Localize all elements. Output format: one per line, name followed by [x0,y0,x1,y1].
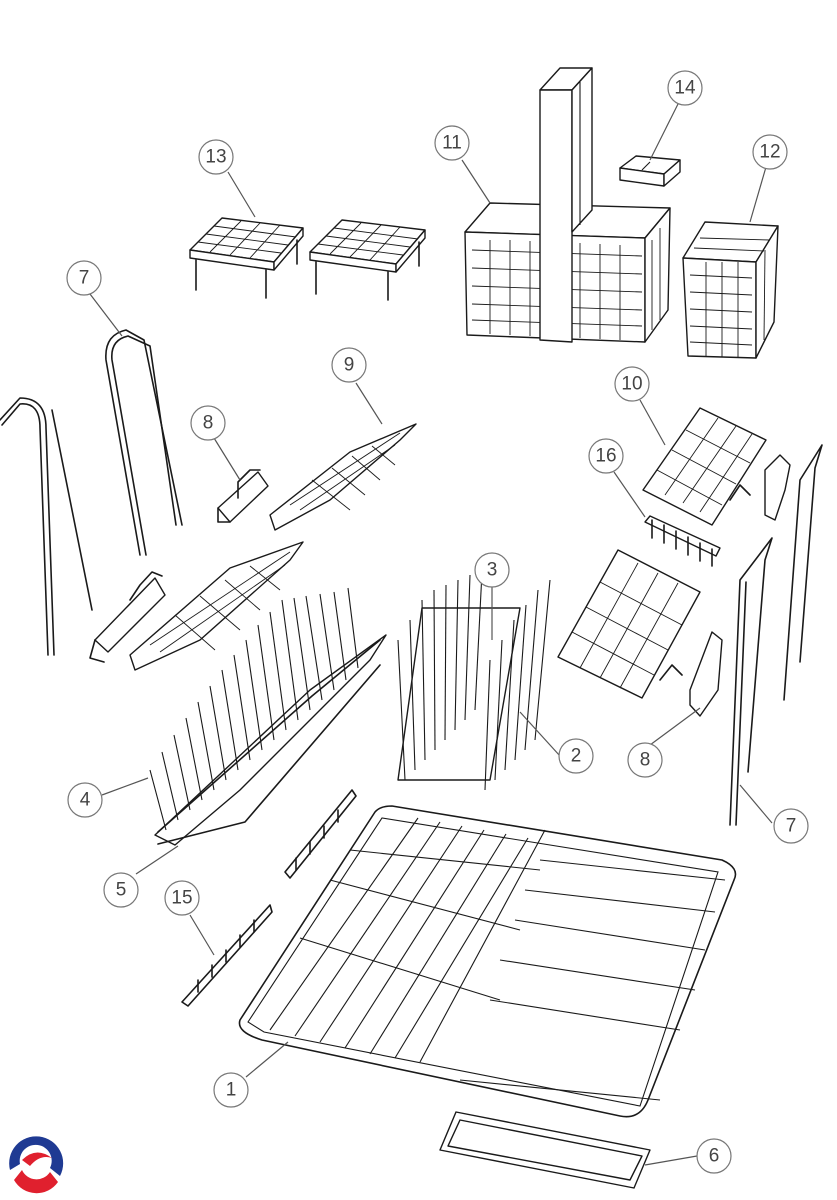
callout-14-label: 14 [674,78,696,99]
part-8-right-clips [689,454,791,717]
part-8-left-clips [89,469,269,663]
callout-10-label: 10 [621,374,642,395]
callout-4-label: 4 [80,790,91,811]
part-12-small-basket [682,221,779,359]
callout-16-label: 16 [595,446,616,467]
callout-5: 5 [103,872,139,908]
part-2-3-fold-rack [397,571,551,791]
part-7-left-wires [0,329,183,656]
callout-7-left: 7 [66,260,102,296]
callout-8-left: 8 [190,405,226,441]
callout-8-right-label: 8 [640,750,651,771]
callout-13-label: 13 [205,147,226,168]
callout-5-label: 5 [116,880,127,901]
part-15-side-rails [181,789,357,1007]
brand-logo [9,1136,64,1194]
callout-8-left-label: 8 [203,413,214,434]
callout-10: 10 [614,366,650,402]
callout-12-label: 12 [759,142,780,163]
callout-9: 9 [331,347,367,383]
callout-15: 15 [164,880,200,916]
callout-6-label: 6 [709,1146,720,1167]
callout-9-label: 9 [344,355,355,376]
part-4-plate-rack [149,587,387,846]
callout-3: 3 [474,552,510,588]
callout-14: 14 [667,70,703,106]
callout-2: 2 [558,738,594,774]
callout-4: 4 [67,782,103,818]
callout-1-label: 1 [226,1080,237,1101]
callout-7-left-label: 7 [79,268,90,289]
leader-lines [89,103,773,1166]
part-16-comb [644,515,721,567]
callout-15-label: 15 [171,888,192,909]
callout-8-right: 8 [627,742,663,778]
part-9-cup-shelves [129,423,417,671]
part-6-trim-strip [439,1111,651,1189]
callout-6: 6 [696,1138,732,1174]
callout-7-right-label: 7 [786,816,797,837]
callout-3-label: 3 [487,560,498,581]
callout-12: 12 [752,134,788,170]
callout-11-label: 11 [442,133,462,154]
part-14-small-lid [619,155,681,187]
part-10-right-shelves [557,407,767,699]
part-11-cutlery-basket [464,67,671,343]
callout-1: 1 [213,1072,249,1108]
part-7-right-wires [729,444,823,826]
part-1-main-wire-rack [238,805,737,1118]
callout-2-label: 2 [571,746,582,767]
callout-7-right: 7 [773,808,809,844]
callout-16: 16 [588,438,624,474]
part-13-grid-supports [189,217,426,301]
callout-11: 11 [434,125,470,161]
callout-13: 13 [198,139,234,175]
